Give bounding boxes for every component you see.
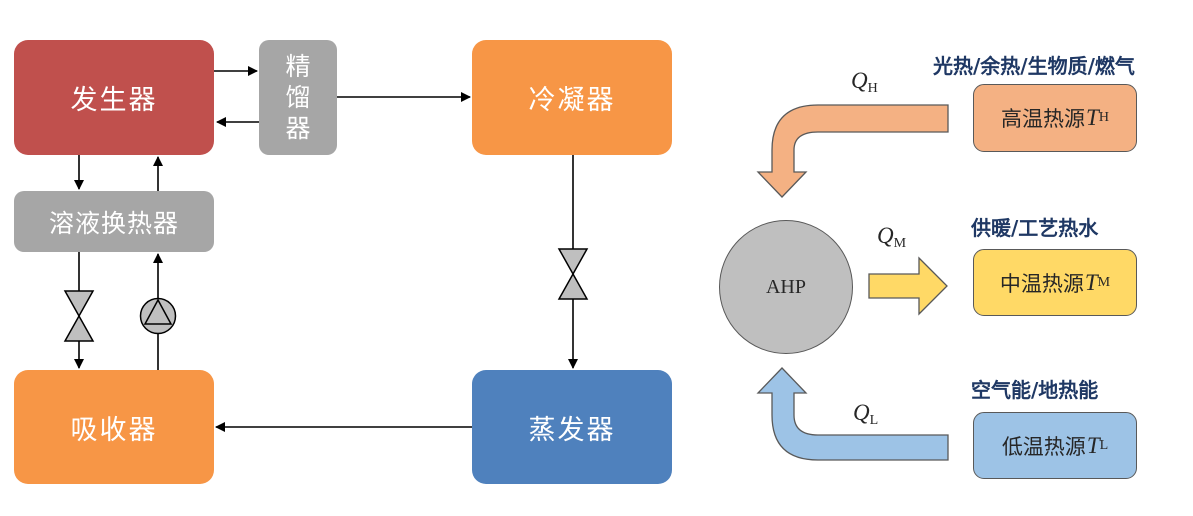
solution-heat-exchanger-label: 溶液换热器 [48, 208, 179, 238]
condenser-box: 冷凝器 [472, 40, 672, 155]
expansion-valve-icon [557, 248, 589, 300]
heat-flow-medium-label: QM [877, 223, 907, 251]
rectifier-label-char: 精 [285, 52, 311, 81]
medium-sink-caption: 供暖/工艺热水 [971, 216, 1099, 240]
heat-flow-high-label: QH [851, 68, 878, 96]
evaporator-label: 蒸发器 [528, 414, 616, 446]
rectifier-box: 精 馏 器 [259, 40, 337, 155]
ahp-node: AHP [719, 220, 853, 354]
heat-flow-medium-arrow [868, 256, 948, 316]
rectifier-label-char: 器 [285, 114, 311, 143]
heat-flow-low-arrow [756, 367, 949, 461]
solution-heat-exchanger-box: 溶液换热器 [14, 191, 214, 252]
ahp-label: AHP [765, 275, 806, 298]
heat-flow-high-arrow [756, 104, 949, 198]
heat-flow-low-label: QL [853, 400, 879, 428]
pump-icon [139, 297, 177, 335]
absorber-label: 吸收器 [70, 414, 158, 446]
rectifier-label-char: 馏 [285, 83, 311, 112]
low-source-caption: 空气能/地热能 [971, 378, 1099, 402]
condenser-label: 冷凝器 [528, 85, 616, 116]
high-source-caption: 光热/余热/生物质/燃气 [933, 54, 1135, 78]
evaporator-box: 蒸发器 [472, 370, 672, 484]
generator-label: 发生器 [70, 85, 158, 116]
absorber-box: 吸收器 [14, 370, 214, 484]
generator-box: 发生器 [14, 40, 214, 155]
expansion-valve-icon [63, 290, 95, 342]
